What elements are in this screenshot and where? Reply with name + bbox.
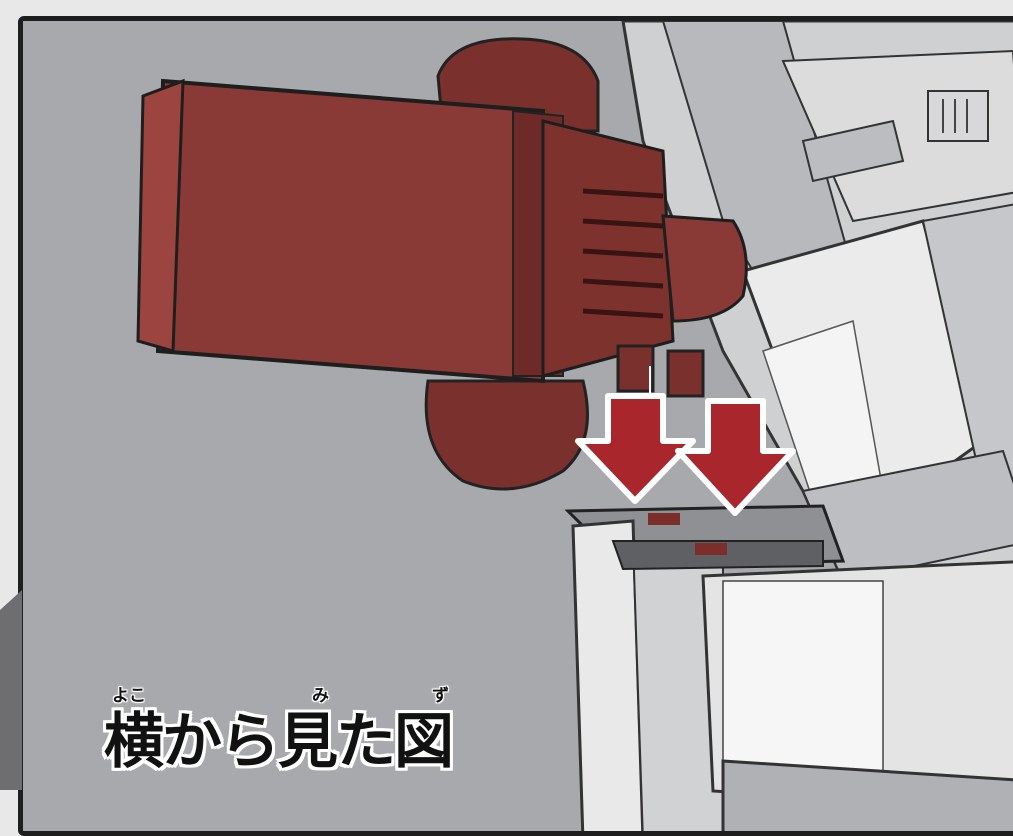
caption-ruby: よこ み ず <box>104 688 452 712</box>
diagram-panel <box>18 16 1013 836</box>
robot-body <box>621 21 1013 583</box>
side-view-illustration <box>23 21 1013 831</box>
ruby-zu: ず <box>432 686 449 706</box>
down-arrow-icon <box>575 393 696 504</box>
robot-base <box>564 504 1013 831</box>
corner-shadow <box>0 590 22 790</box>
ruby-yoko: よこ <box>112 686 146 706</box>
caption-text: 横から見た図 <box>104 707 454 777</box>
ruby-mi: み <box>312 686 329 706</box>
down-arrow-icon <box>675 398 796 516</box>
red-part <box>136 37 748 491</box>
caption: よこ み ず 横から見た図 <box>104 688 454 777</box>
